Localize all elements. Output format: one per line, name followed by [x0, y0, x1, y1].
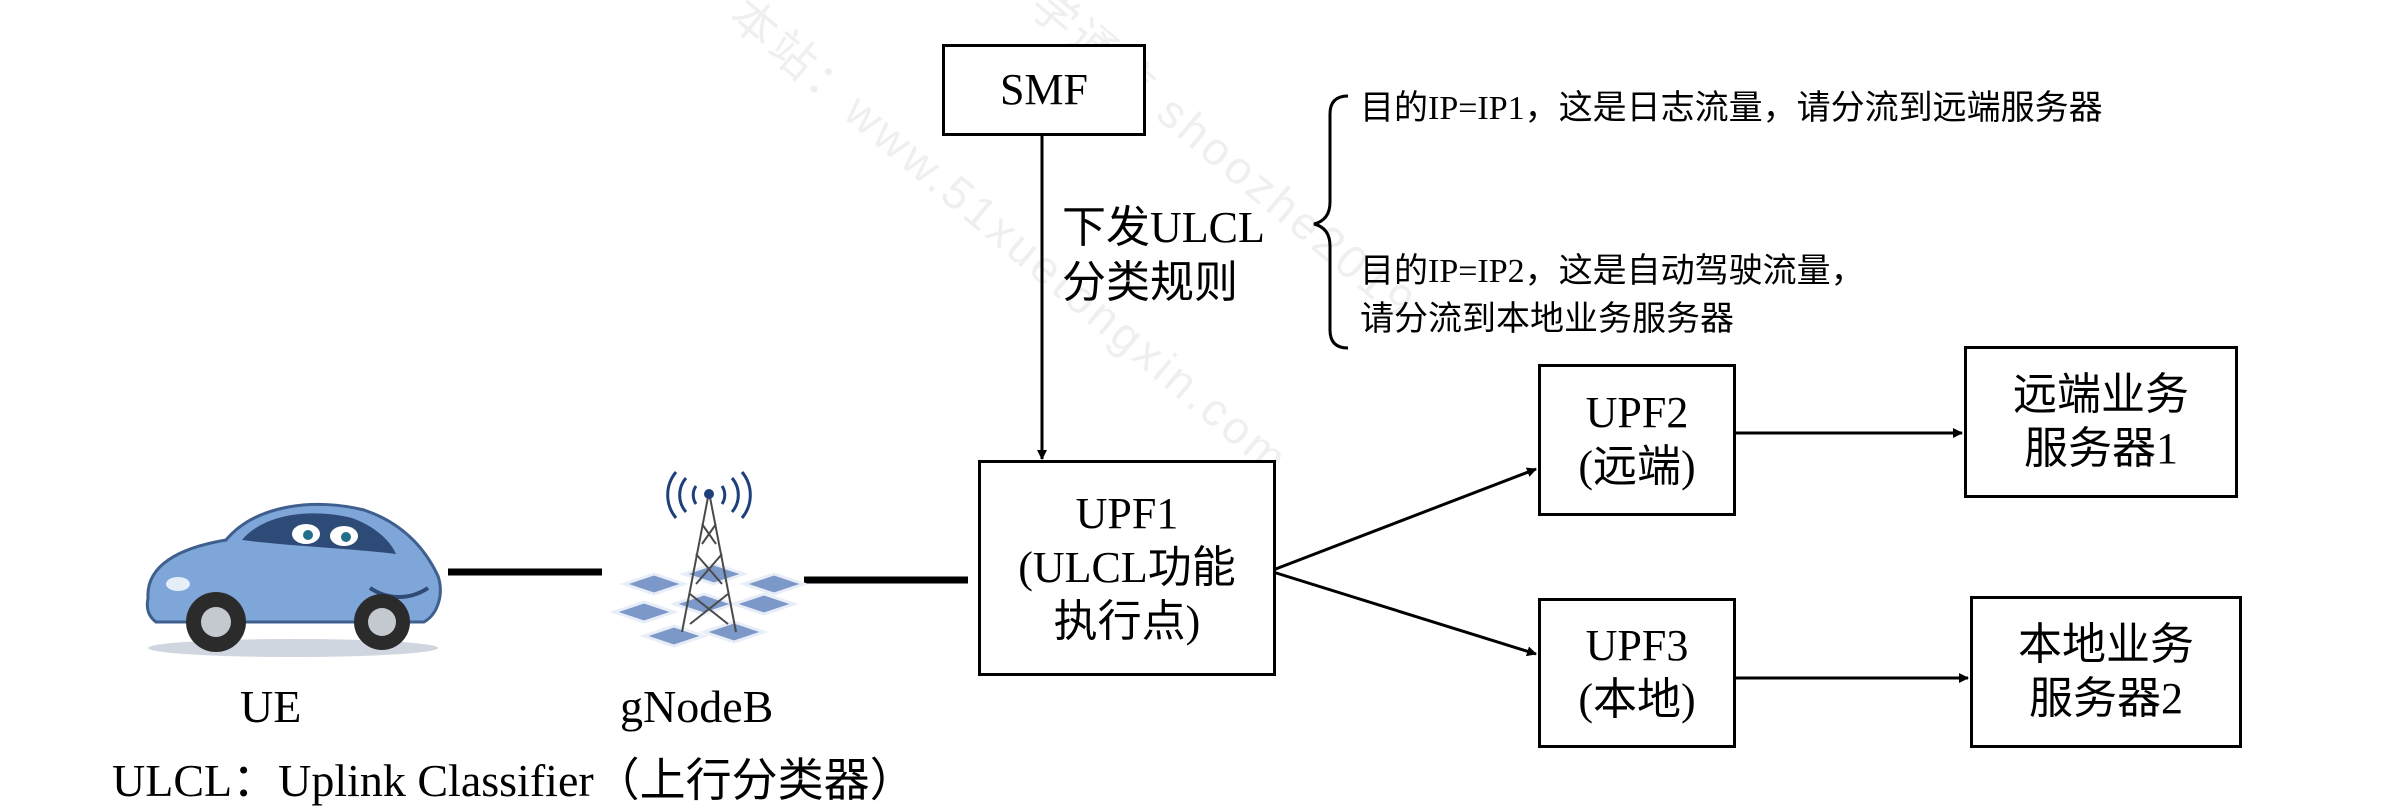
upf2-box: UPF2 (远端)	[1538, 364, 1736, 516]
rule-ip2: 目的IP=IP2，这是自动驾驶流量， 请分流到本地业务服务器	[1360, 248, 1865, 343]
ulcl-rules-line-2: 分类规则	[1062, 258, 1238, 307]
upf3-line-2: (本地)	[1578, 675, 1696, 724]
remote-server-line-2: 服务器1	[2024, 424, 2178, 473]
local-server-line-2: 服务器2	[2029, 674, 2183, 723]
rule-ip1: 目的IP=IP1，这是日志流量，请分流到远端服务器	[1360, 90, 2103, 127]
smf-label: SMF	[999, 65, 1089, 115]
upf1-to-upf3-arrow	[1272, 570, 1537, 657]
rules-brace	[1313, 94, 1349, 350]
car-icon	[145, 502, 442, 657]
footnote: ULCL：Uplink Classifier（上行分类器）	[112, 755, 916, 806]
local-server-line-1: 本地业务	[2018, 620, 2194, 670]
remote-server-box: 远端业务 服务器1	[1964, 346, 2238, 498]
upf1-line-2: (ULCL功能	[1018, 543, 1236, 593]
upf2-line-2: (远端)	[1578, 442, 1696, 491]
local-server-box: 本地业务 服务器2	[1970, 596, 2242, 748]
ulcl-rules-label: 下发ULCL 分类规则	[1062, 200, 1265, 310]
base-station-icon	[609, 471, 809, 648]
rule-ip2-line-2: 请分流到本地业务服务器	[1360, 300, 1734, 338]
upf1-to-upf2-arrow	[1272, 467, 1537, 572]
ue-label: UE	[240, 681, 302, 732]
smf-box: SMF	[942, 44, 1146, 136]
upf1-box: UPF1 (ULCL功能 执行点)	[978, 460, 1276, 676]
upf1-line-1: UPF1	[1075, 489, 1179, 539]
upf3-box: UPF3 (本地)	[1538, 598, 1736, 748]
remote-server-line-1: 远端业务	[2013, 370, 2189, 420]
gnodeb-label: gNodeB	[620, 681, 774, 732]
rule-ip2-line-1: 目的IP=IP2，这是自动驾驶流量，	[1360, 253, 1865, 290]
upf1-line-3: 执行点)	[1053, 596, 1201, 646]
upf2-line-1: UPF2	[1585, 388, 1689, 438]
upf3-line-1: UPF3	[1585, 621, 1689, 671]
ulcl-rules-line-1: 下发ULCL	[1062, 203, 1265, 252]
